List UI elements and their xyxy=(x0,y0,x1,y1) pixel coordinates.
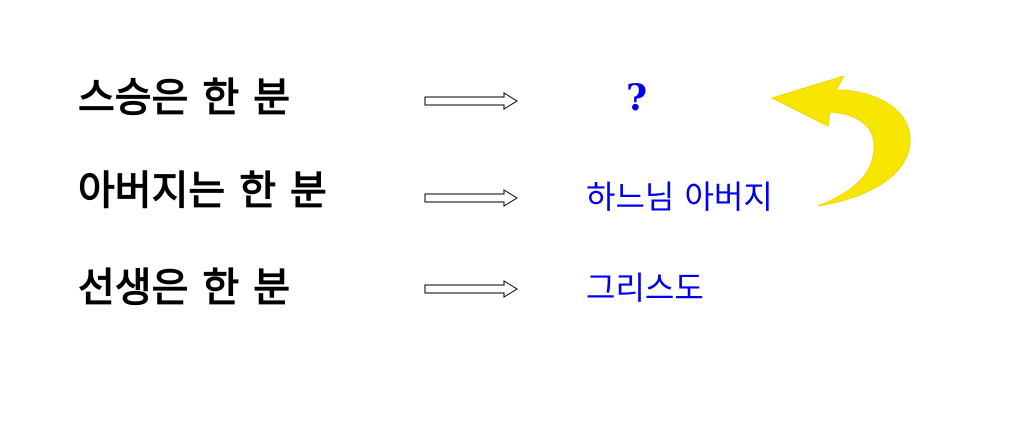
double-line-arrow-icon xyxy=(424,280,518,298)
double-line-arrow-icon xyxy=(424,92,518,110)
answer-unknown: ? xyxy=(626,77,648,119)
subject-master: 선생은 xyxy=(78,265,189,311)
highlight-han: 한 xyxy=(200,262,242,320)
double-line-arrow-icon xyxy=(424,189,518,207)
curved-yellow-arrow-icon xyxy=(770,76,911,207)
subject-teacher: 스승은 xyxy=(78,75,189,121)
highlight-bun: 분 xyxy=(251,72,292,130)
highlight-bun: 분 xyxy=(251,262,292,320)
highlight-bun: 분 xyxy=(288,165,329,223)
highlight-han: 한 xyxy=(200,72,242,130)
answer-christ: 그리스도 xyxy=(586,269,704,307)
answer-god-father: 하느님 아버지 xyxy=(586,178,773,216)
highlight-han: 한 xyxy=(237,165,278,223)
subject-father: 아버지는 xyxy=(78,168,226,214)
